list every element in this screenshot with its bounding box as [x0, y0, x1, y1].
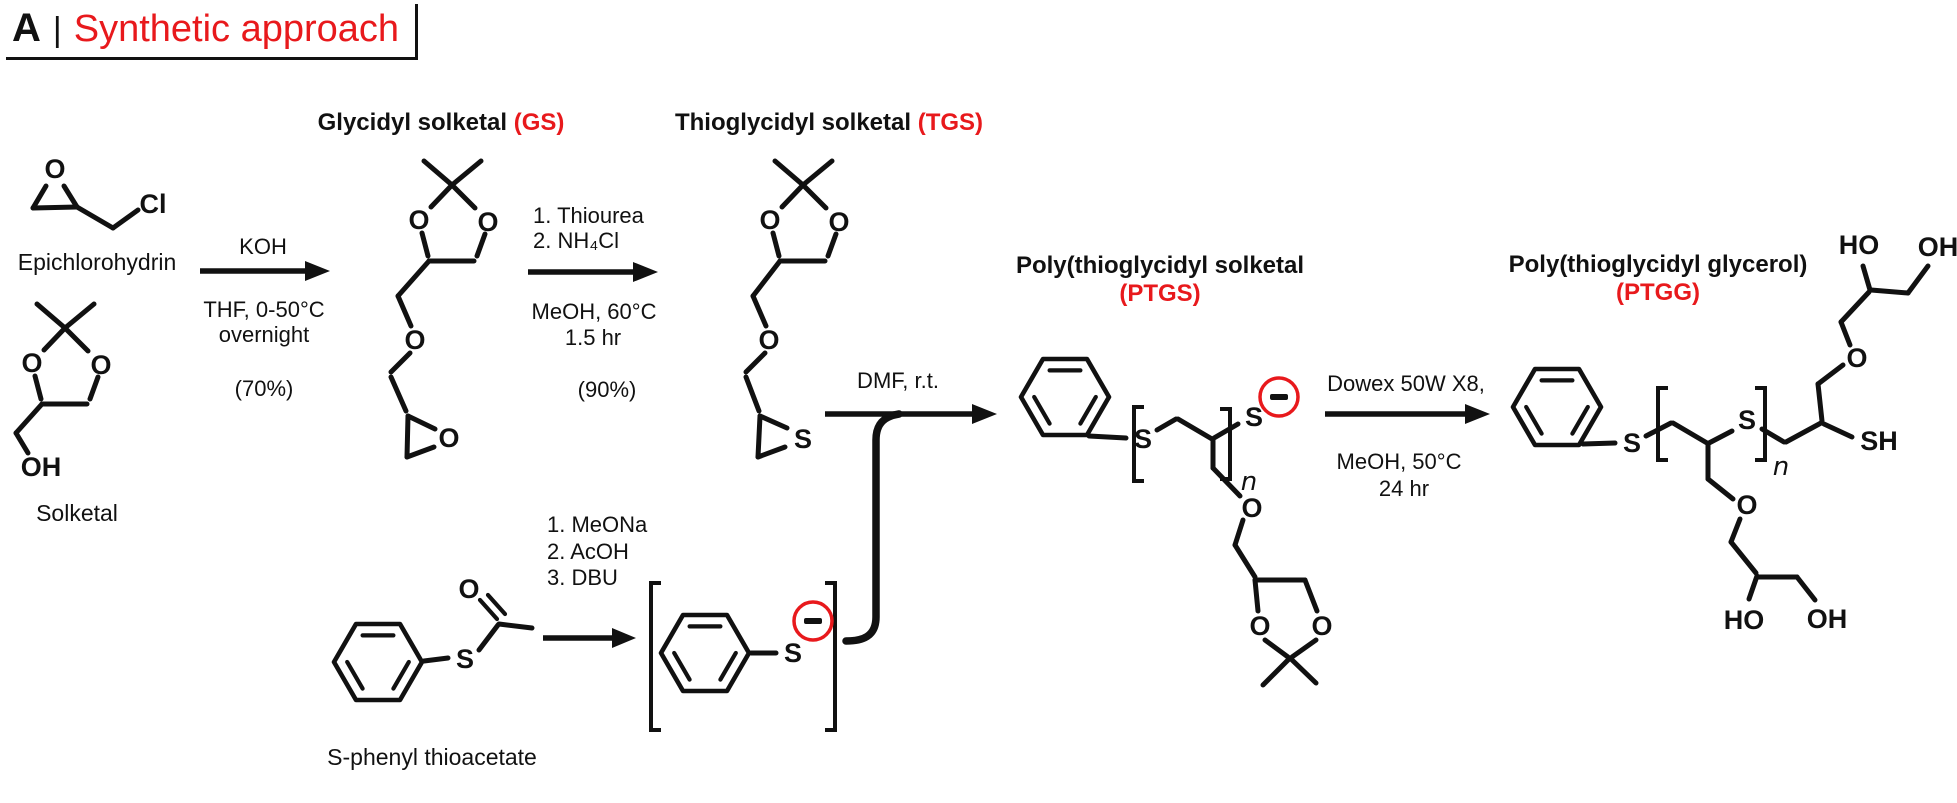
step2-reagent-1: 1. Thiourea: [533, 203, 644, 228]
ptgs-backbone-S: S: [1134, 424, 1152, 454]
step3-reagent-3: 3. DBU: [547, 565, 618, 590]
gs-ring-O-right: O: [477, 207, 498, 237]
ptgg-mid-S: S: [1738, 405, 1756, 435]
ptgg-bottom-O: O: [1736, 490, 1757, 520]
epichlorohydrin-Cl: Cl: [140, 189, 167, 219]
ptgg-title: Poly(thioglycidyl glycerol) (PTGG): [1509, 251, 1808, 307]
ptgs-chain-end-charge-minus-icon: [1270, 394, 1288, 400]
step5-solvent: MeOH, 50°C: [1336, 449, 1462, 474]
ptgs-abbr: (PTGS): [1119, 280, 1201, 307]
thioglycidyl-solketal-name: Thioglycidyl solketal: [674, 109, 912, 136]
ptgs-chain-end-charge-circle: [1258, 376, 1300, 418]
gs-ring-O-left: O: [408, 205, 429, 235]
ptgs-ring-O-left: O: [1249, 611, 1270, 641]
thioglycidyl-solketal-abbr: (TGS): [917, 109, 984, 136]
ptgg-bottom-HO: HO: [1724, 605, 1765, 635]
panel-header: A | Synthetic approach: [6, 4, 419, 60]
ptgg-top-OH: OH: [1918, 232, 1957, 262]
step4-conditions: DMF, r.t.: [857, 368, 939, 393]
solketal-label: Solketal: [36, 500, 118, 526]
tgs-ether-O: O: [758, 325, 779, 355]
reaction-arrow-2: [528, 262, 658, 282]
tgs-thiirane-S: S: [794, 424, 812, 454]
solketal-OH: OH: [21, 452, 62, 482]
step3-reagent-2: 2. AcOH: [547, 539, 629, 564]
reaction-arrow-5: [1325, 404, 1490, 424]
thioglycidyl-solketal-title: Thioglycidyl solketal (TGS): [675, 109, 983, 137]
step1-reagent: KOH: [239, 234, 287, 259]
ptgg-name: Poly(thioglycidyl glycerol): [1508, 251, 1808, 278]
glycidyl-solketal-structure: [388, 161, 485, 460]
ptgg-top-HO: HO: [1839, 230, 1880, 260]
thioacetate-carbonyl-O: O: [458, 574, 479, 604]
solketal-ring-O-right: O: [90, 350, 111, 380]
thiophenolate-charge-minus-icon: [804, 618, 822, 624]
ptgs-structure: [1021, 359, 1320, 688]
ptgg-SH: SH: [1860, 426, 1898, 456]
thiophenolate-structure: [649, 581, 837, 732]
ptgg-backbone-S: S: [1623, 428, 1641, 458]
step2-solvent: MeOH, 60°C: [531, 299, 657, 324]
step2-yield: (90%): [577, 377, 637, 402]
ptgs-ether-O: O: [1241, 493, 1262, 523]
ptgg-repeat-n: n: [1773, 452, 1789, 482]
ptgg-abbr: (PTGG): [1615, 279, 1700, 306]
epichlorohydrin-label: Epichlorohydrin: [17, 249, 177, 275]
gs-ether-O: O: [404, 325, 425, 355]
step2-time: 1.5 hr: [564, 325, 622, 350]
step1-solvent: THF, 0-50°C: [203, 297, 325, 322]
step3-reagent-1: 1. MeONa: [547, 512, 648, 537]
ptgg-top-O: O: [1846, 343, 1867, 373]
step2-reagent-2: 2. NH₄Cl: [533, 228, 619, 253]
charge-badges: [792, 376, 1300, 642]
ptgs-repeat-n: n: [1241, 467, 1257, 497]
reaction-arrow-1: [200, 261, 330, 281]
thioacetate-S: S: [456, 644, 474, 674]
reaction-arrow-3: [543, 628, 636, 648]
glycidyl-solketal-title: Glycidyl solketal (GS): [318, 109, 565, 137]
ptgs-ring-O-right: O: [1311, 611, 1332, 641]
ptgg-bottom-OH: OH: [1807, 604, 1848, 634]
gs-epoxide-O: O: [438, 423, 459, 453]
s-phenyl-thioacetate-structure: [334, 592, 535, 700]
ptgg-structure: [1513, 263, 1931, 603]
thiophenolate-charge-circle: [792, 600, 834, 642]
s-phenyl-thioacetate-label: S-phenyl thioacetate: [327, 744, 537, 770]
thioglycidyl-solketal-structure: [743, 161, 836, 460]
epichlorohydrin-structure: [30, 183, 141, 231]
step1-time: overnight: [218, 322, 310, 347]
step1-yield: (70%): [234, 376, 294, 401]
glycidyl-solketal-abbr: (GS): [513, 109, 565, 136]
thiophenolate-connector: [842, 410, 903, 645]
panel-title: Synthetic approach: [73, 8, 400, 50]
ptgs-chain-end-S: S: [1245, 402, 1263, 432]
tgs-ring-O-left: O: [759, 205, 780, 235]
ptgs-title: Poly(thioglycidyl solketal (PTGS): [1016, 252, 1304, 308]
ptgs-name: Poly(thioglycidyl solketal: [1015, 252, 1305, 279]
solketal-ring-O-left: O: [21, 348, 42, 378]
step5-time: 24 hr: [1378, 476, 1430, 501]
solketal-structure: [13, 304, 98, 456]
step5-reagent: Dowex 50W X8,: [1327, 371, 1485, 396]
panel-letter: A: [12, 6, 41, 50]
tgs-ring-O-right: O: [828, 207, 849, 237]
epichlorohydrin-epoxide-O: O: [44, 154, 65, 184]
panel-separator: |: [52, 11, 62, 49]
reaction-arrow-4: [825, 404, 997, 424]
thiophenolate-S: S: [784, 638, 802, 668]
glycidyl-solketal-name: Glycidyl solketal: [317, 109, 508, 136]
